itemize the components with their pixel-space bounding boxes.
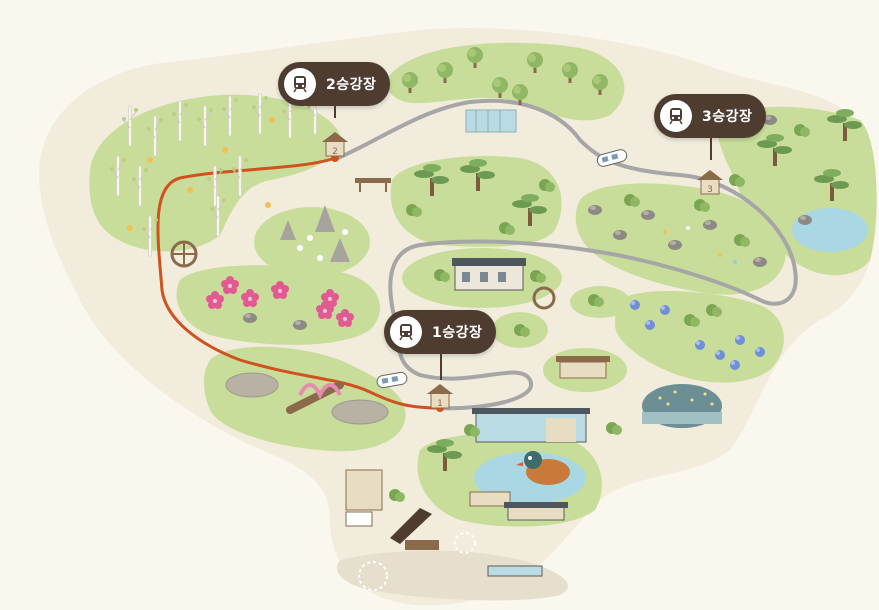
tram-icon	[390, 316, 422, 348]
tram-icon	[660, 100, 692, 132]
stop-2-text: 2승강장	[326, 77, 377, 93]
pin-stem	[334, 106, 337, 118]
stop-3-text: 3승강장	[702, 109, 753, 125]
stop-3-sign: 3	[697, 170, 723, 195]
svg-text:2: 2	[332, 147, 338, 157]
pin-stem	[710, 138, 713, 160]
stop-1-sign: 1	[427, 384, 453, 409]
pin-stem	[440, 354, 443, 380]
stop-2-label[interactable]: 2승강장	[278, 62, 391, 118]
stop-2-sign: 2	[322, 132, 348, 157]
svg-text:1: 1	[437, 399, 443, 409]
svg-text:3: 3	[707, 185, 713, 195]
stop-1-label[interactable]: 1승강장	[384, 310, 497, 380]
stop-3-label[interactable]: 3승강장	[654, 94, 767, 160]
tram-icon	[284, 68, 316, 100]
stop-1-text: 1승강장	[432, 325, 483, 341]
